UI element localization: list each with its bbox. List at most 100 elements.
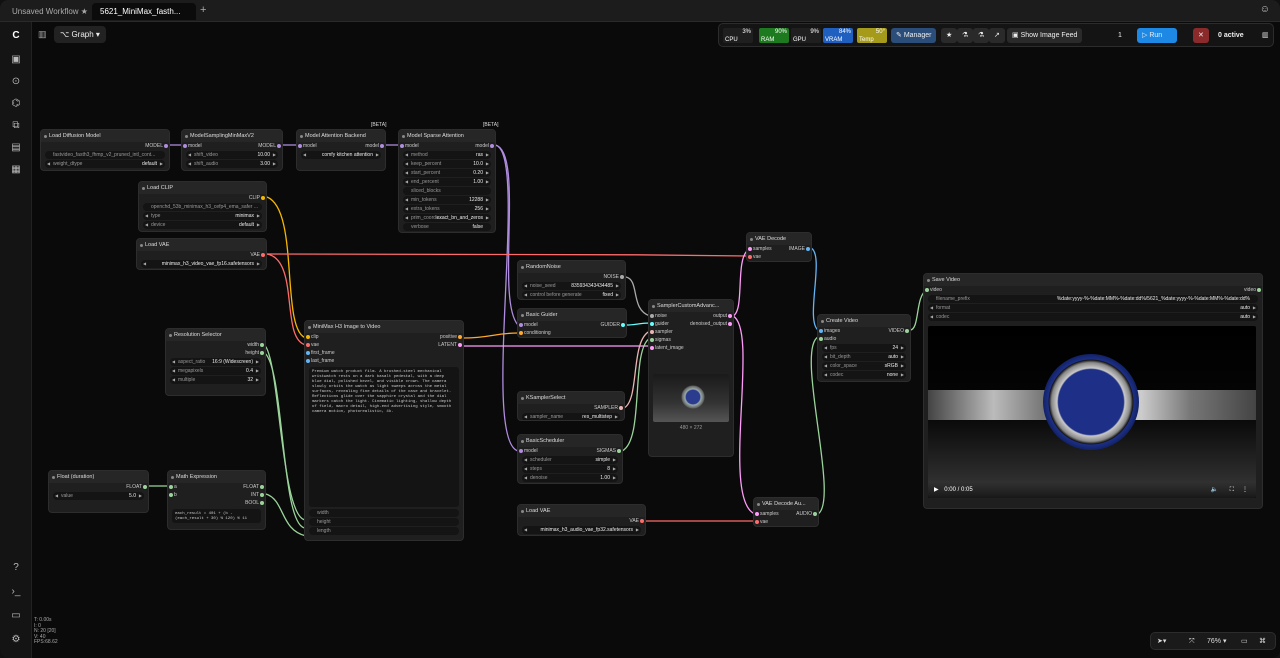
settings-gear-icon[interactable]: ⚙ [11,634,21,645]
height-widget[interactable]: height [309,518,459,526]
sidepanel-icon[interactable]: ▥ [1262,32,1269,39]
image-icon[interactable]: ▣ [11,54,21,65]
volume-icon[interactable]: 🔈 [1210,487,1218,493]
help-icon[interactable]: ? [13,562,19,573]
node-load-vae[interactable]: Load VAE VAE minimax_h3_video_vae_fp16.s… [136,238,267,270]
expression-textarea[interactable]: each_result = 401 + (b - (each_result + … [172,509,261,523]
minimap-icon[interactable]: ▭ [1241,638,1248,645]
fit-view-icon[interactable]: ⤧ [1189,638,1195,645]
star-icon: ★ [80,7,88,16]
pointer-icon[interactable]: ➤▾ [1157,638,1167,645]
clip-name-widget[interactable]: openchd_53b_minimax_h3_cefp4_ema_safer .… [143,203,262,211]
share-icon[interactable]: ↗ [989,28,1005,43]
run-button[interactable]: ▷ Run [1137,28,1177,43]
output-label: VIDEO [888,328,904,334]
node-load-diffusion-model[interactable]: Load Diffusion Model MODEL fastvideo_fas… [40,129,170,171]
node-load-audio-vae[interactable]: Load VAE VAE minimax_h3_audio_vae_fp32.s… [517,504,646,536]
width-widget[interactable]: width [309,509,459,517]
node-ksampler-select[interactable]: KSamplerSelect SAMPLER sampler_nameres_m… [517,391,625,421]
preview-thumbnail[interactable] [653,374,729,422]
nodes-icon[interactable]: ⊙ [11,76,21,87]
prompt-textarea[interactable]: Premium watch product film. A brushed-st… [309,367,459,507]
sliced-blocks-widget[interactable]: sliced_blocks [403,187,491,195]
panel-toggle-icon[interactable]: ▥ [38,29,47,39]
more-options-icon[interactable]: ⋮ [1242,487,1248,493]
node-resolution-selector[interactable]: Resolution Selector width height aspect_… [165,328,266,396]
terminal-icon[interactable]: ›_ [11,586,21,597]
filename-prefix-widget[interactable]: filename_prefix%date:yyyy-%-%date:MM%-%d… [928,295,1258,303]
vae-name-widget[interactable]: minimax_h3_video_vae_fp16.safetensors [141,260,262,268]
audio-vae-name-widget[interactable]: minimax_h3_audio_vae_fp32.safetensors [522,526,641,534]
play-icon[interactable]: ▶ [934,487,939,493]
user-icon[interactable]: ☺ [1259,4,1270,15]
models-icon[interactable]: ⌬ [11,98,21,109]
flask-icon[interactable]: ⚗ [957,28,974,43]
new-tab-plus-icon[interactable]: + [200,4,207,16]
node-load-clip[interactable]: Load CLIP CLIP openchd_53b_minimax_h3_ce… [138,181,267,232]
star-icon[interactable]: ★ [941,28,958,43]
templates-icon[interactable]: ▤ [11,142,21,153]
queue-count[interactable]: 1 [1113,28,1127,43]
comfy-logo-icon[interactable]: C [12,30,20,41]
manager-button[interactable]: ✎ Manager [891,28,937,43]
console-icon[interactable]: ▭ [11,610,21,621]
prim-coord-widget[interactable]: prim_coordi...exact_bn_and_zeros [403,214,491,222]
zoom-level[interactable]: 76% ▾ [1207,638,1227,645]
video-player[interactable] [928,326,1256,498]
unet-name-widget[interactable]: fastvideo_fasth3_fhmp_v2_pruned_intl_con… [45,151,165,159]
node-random-noise[interactable]: RandomNoise NOISE noise_seed835934343434… [517,260,626,300]
link-visibility-icon[interactable]: ⌘ [1259,638,1266,645]
length-widget[interactable]: length [309,527,459,535]
cancel-icon[interactable]: ✕ [1193,28,1209,43]
fullscreen-icon[interactable]: ⛶ [1229,487,1234,493]
show-image-feed-button[interactable]: ▣ Show Image Feed [1007,28,1083,43]
queue-icon[interactable]: ▦ [11,164,21,175]
workflows-icon[interactable]: ⧉ [12,120,20,131]
graph-mode-button[interactable]: ⌥ Graph ▾ [54,26,106,43]
widget-value: fastvideo_fasth3_fhmp_v2_pruned_intl_con… [53,152,156,158]
tab-unsaved-workflow[interactable]: Unsaved Workflow ★ [4,3,96,20]
flask-alt-icon[interactable]: ⚗ [973,28,990,43]
attention-widget[interactable]: comfy kitchen attention [301,151,381,159]
